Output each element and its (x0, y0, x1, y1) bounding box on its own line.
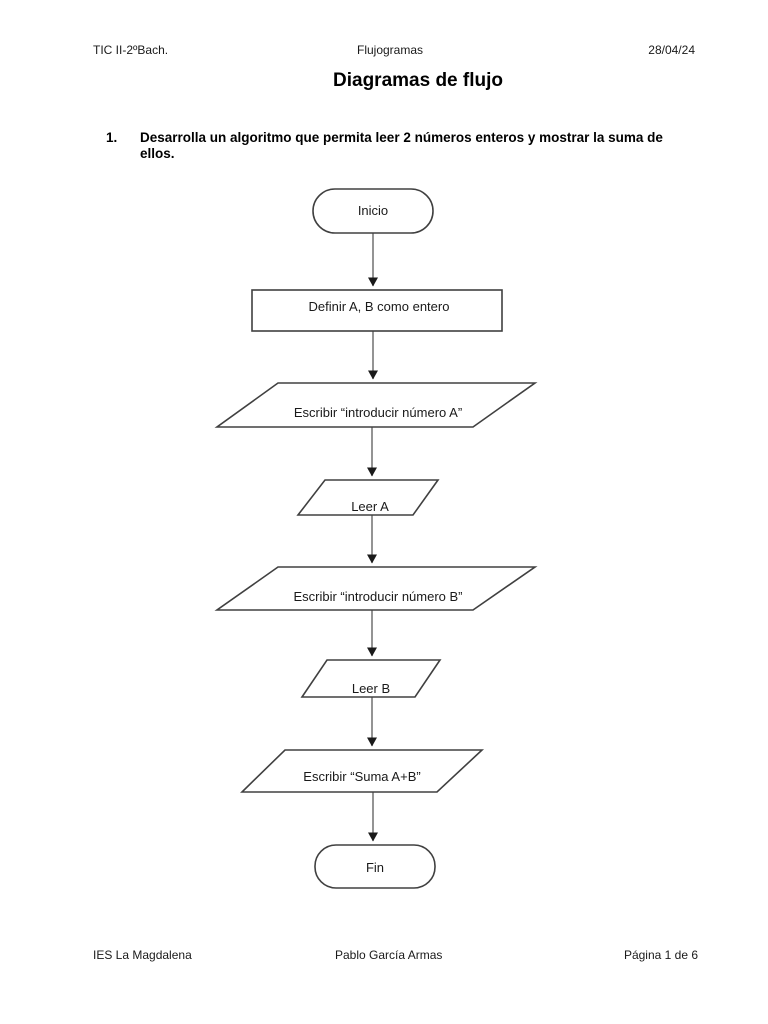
flow-node-print-b: Escribir “introducir número B” (214, 566, 538, 611)
terminator-shape-start (312, 188, 434, 234)
node-label-print-sum: Escribir “Suma A+B” (303, 769, 420, 784)
header-date: 28/04/24 (648, 43, 695, 57)
flow-node-print-a: Escribir “introducir número A” (214, 382, 538, 428)
flow-node-read-b: Leer B (300, 659, 442, 698)
flow-node-read-a: Leer A (296, 479, 440, 516)
page-title: Diagramas de flujo (333, 70, 503, 91)
node-label-read-b: Leer B (352, 681, 390, 696)
node-label-read-a: Leer A (351, 499, 389, 514)
header-course: TIC II-2ºBach. (93, 43, 169, 57)
exercise-statement-line2: ellos. (140, 146, 175, 161)
footer-author: Pablo García Armas (335, 948, 443, 962)
io-shape-read-b (300, 659, 442, 698)
flow-node-start: Inicio (312, 188, 434, 234)
node-label-print-a: Escribir “introducir número A” (294, 405, 462, 420)
process-shape-declare (251, 289, 503, 332)
io-shape-print-b (214, 566, 538, 611)
node-label-start: Inicio (358, 203, 388, 218)
io-shape-print-a (214, 382, 538, 428)
terminator-shape-end (314, 844, 436, 889)
exercise-statement-line1: Desarrolla un algoritmo que permita leer… (140, 130, 663, 145)
node-label-end: Fin (366, 860, 384, 875)
exercise-number: 1. (106, 130, 118, 145)
node-label-declare: Definir A, B como entero (309, 299, 450, 314)
io-shape-print-sum (240, 749, 485, 793)
node-label-print-b: Escribir “introducir número B” (293, 589, 462, 604)
flow-node-end: Fin (314, 844, 436, 889)
flow-node-print-sum: Escribir “Suma A+B” (240, 749, 485, 793)
io-shape-read-a (296, 479, 440, 516)
footer-page-number: Página 1 de 6 (623, 948, 698, 962)
flow-node-declare: Definir A, B como entero (251, 289, 503, 332)
footer-school: IES La Magdalena (93, 948, 192, 962)
exercise-statement: Desarrolla un algoritmo que permita leer… (140, 130, 663, 162)
header-doc-name: Flujogramas (357, 43, 424, 57)
